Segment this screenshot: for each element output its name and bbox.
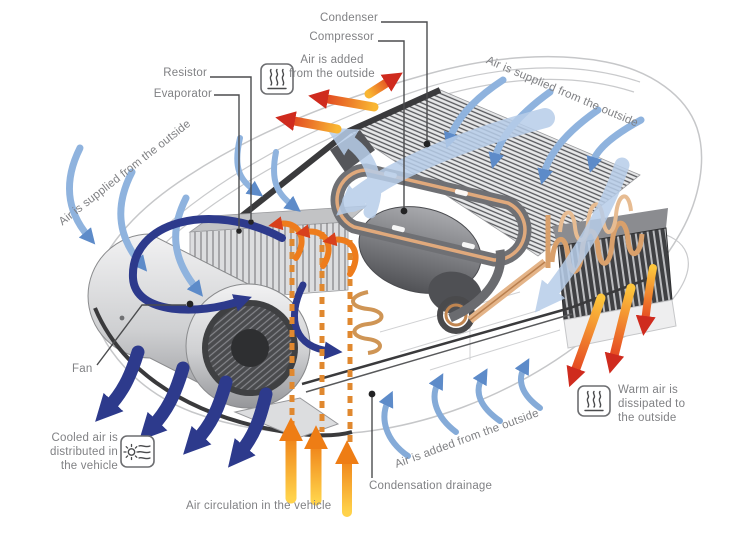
gear-glyph	[127, 448, 136, 456]
added-air-arrows-bottom	[378, 358, 543, 459]
warm-air-arrows	[566, 264, 657, 388]
cooled-air-arrows	[95, 345, 273, 468]
label-compressor: Compressor	[309, 31, 374, 43]
leader-dots	[186, 140, 431, 398]
condenser-copper-coils-upper	[558, 194, 633, 242]
circulation-up-arrows	[279, 417, 359, 517]
label-cooled-air: Cooled air is distributed in the vehicle	[49, 432, 118, 473]
leader-lines	[96, 21, 428, 478]
fan-blower	[87, 233, 311, 409]
air-wave	[138, 456, 151, 460]
exhaust-arrows-top	[275, 72, 403, 134]
air-wave	[138, 444, 151, 448]
evaporator-leader	[214, 94, 240, 228]
label-fan: Fan	[72, 363, 93, 375]
label-evaporator: Evaporator	[153, 88, 212, 100]
support-frame	[448, 249, 506, 323]
resistor-leader	[210, 76, 252, 219]
label-air-added-top: Air is added from the outside	[289, 54, 375, 81]
air-wave	[137, 450, 151, 454]
condenser-copper-line	[335, 168, 527, 262]
resistor-curl-arrows	[268, 216, 359, 277]
heat-icon-bottom	[577, 385, 611, 417]
label-condenser: Condenser	[319, 12, 378, 24]
fan-leader	[96, 304, 186, 366]
condenser-leader	[381, 21, 428, 141]
label-condensation: Condensation drainage	[369, 480, 493, 492]
label-warm-air: Warm air is dissipated to the outside	[618, 384, 686, 425]
supply-air-sweep-arrows	[325, 108, 630, 313]
cool-air-icon	[120, 435, 155, 468]
compressor-assembly	[330, 163, 548, 334]
copper-coil-small	[351, 290, 384, 355]
circulation-dashed-lines	[289, 226, 353, 448]
label-resistor: Resistor	[163, 67, 207, 79]
compressor-leader	[378, 40, 405, 208]
label-air-circulation: Air circulation in the vehicle	[186, 500, 332, 512]
